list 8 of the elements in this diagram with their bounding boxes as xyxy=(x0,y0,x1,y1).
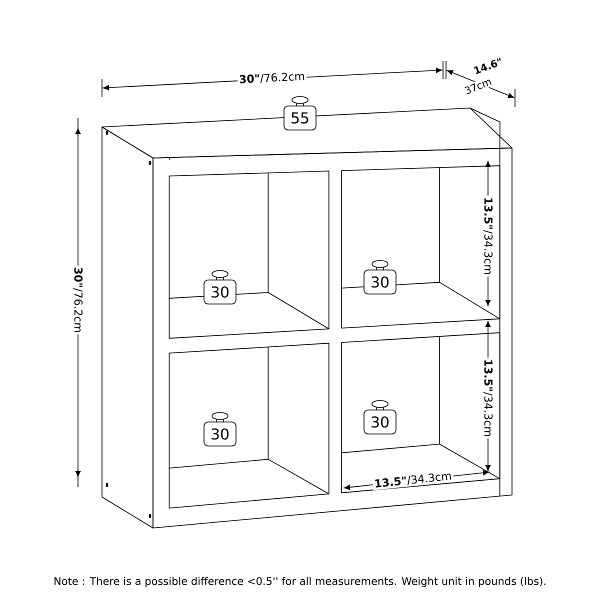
dimension-label: 37cm xyxy=(462,75,494,97)
dimension-label: 13.5"/34.3cm xyxy=(482,358,494,438)
dimension-label: 13.5"/34.3cm xyxy=(482,196,494,276)
dimension-label: 30"/76.2cm xyxy=(72,266,84,334)
dimension-label: 30"/76.2cm xyxy=(237,70,307,86)
note-text: Note : There is a possible difference <0.5'' for all measurements. Weight unit in pounds (lbs). xyxy=(54,576,546,588)
dimension-label: 13.5"/34.3cm xyxy=(372,470,454,490)
dimension-label: 14.6" xyxy=(474,58,501,74)
